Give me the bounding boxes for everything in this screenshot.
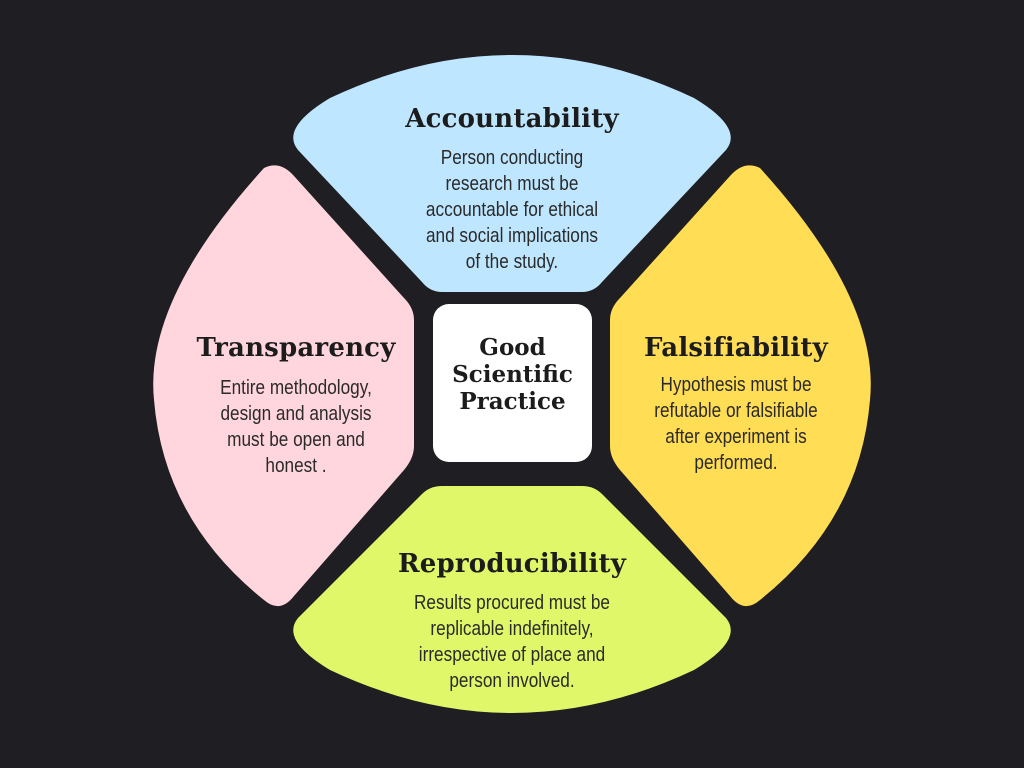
transparency-title: Transparency — [196, 333, 396, 363]
description-line: replicable indefinitely, — [430, 618, 594, 640]
falsifiability-segment — [610, 165, 871, 607]
description-line: honest . — [265, 455, 327, 477]
accountability-segment — [293, 55, 731, 292]
description-line: Results procured must be — [414, 592, 610, 614]
reproducibility-description: Results procured must be replicable inde… — [383, 590, 641, 694]
description-line: design and analysis — [220, 403, 372, 425]
description-line: must be open and — [227, 429, 365, 451]
accountability-description: Person conducting research must be accou… — [383, 145, 641, 275]
accountability-title: Accountability — [405, 104, 619, 134]
center-title-line: Scientific — [452, 361, 573, 388]
description-line: accountable for ethical — [425, 199, 599, 221]
description-line: performed. — [694, 452, 778, 474]
description-line: research must be — [445, 173, 579, 195]
transparency-segment — [153, 165, 414, 607]
center-title: Good Scientific Practice — [433, 334, 592, 415]
description-line: refutable or falsifiable — [654, 400, 818, 422]
description-line: Person conducting — [440, 147, 584, 169]
falsifiability-description: Hypothesis must be refutable or falsifia… — [641, 372, 830, 476]
reproducibility-title: Reproducibility — [397, 549, 627, 579]
center-title-line: Good — [479, 334, 546, 361]
description-line: person involved. — [449, 670, 575, 692]
center-box — [433, 304, 592, 462]
description-line: Hypothesis must be — [660, 374, 812, 396]
center-title-line: Practice — [459, 388, 566, 415]
description-line: after experiment is — [665, 426, 807, 448]
description-line: and social implications — [425, 225, 599, 247]
description-line: Entire methodology, — [220, 377, 372, 399]
falsifiability-title: Falsifiability — [644, 333, 828, 363]
description-line: irrespective of place and — [418, 644, 606, 666]
reproducibility-segment — [293, 486, 731, 713]
transparency-description: Entire methodology, design and analysis … — [201, 375, 390, 479]
description-line: of the study. — [465, 251, 559, 273]
